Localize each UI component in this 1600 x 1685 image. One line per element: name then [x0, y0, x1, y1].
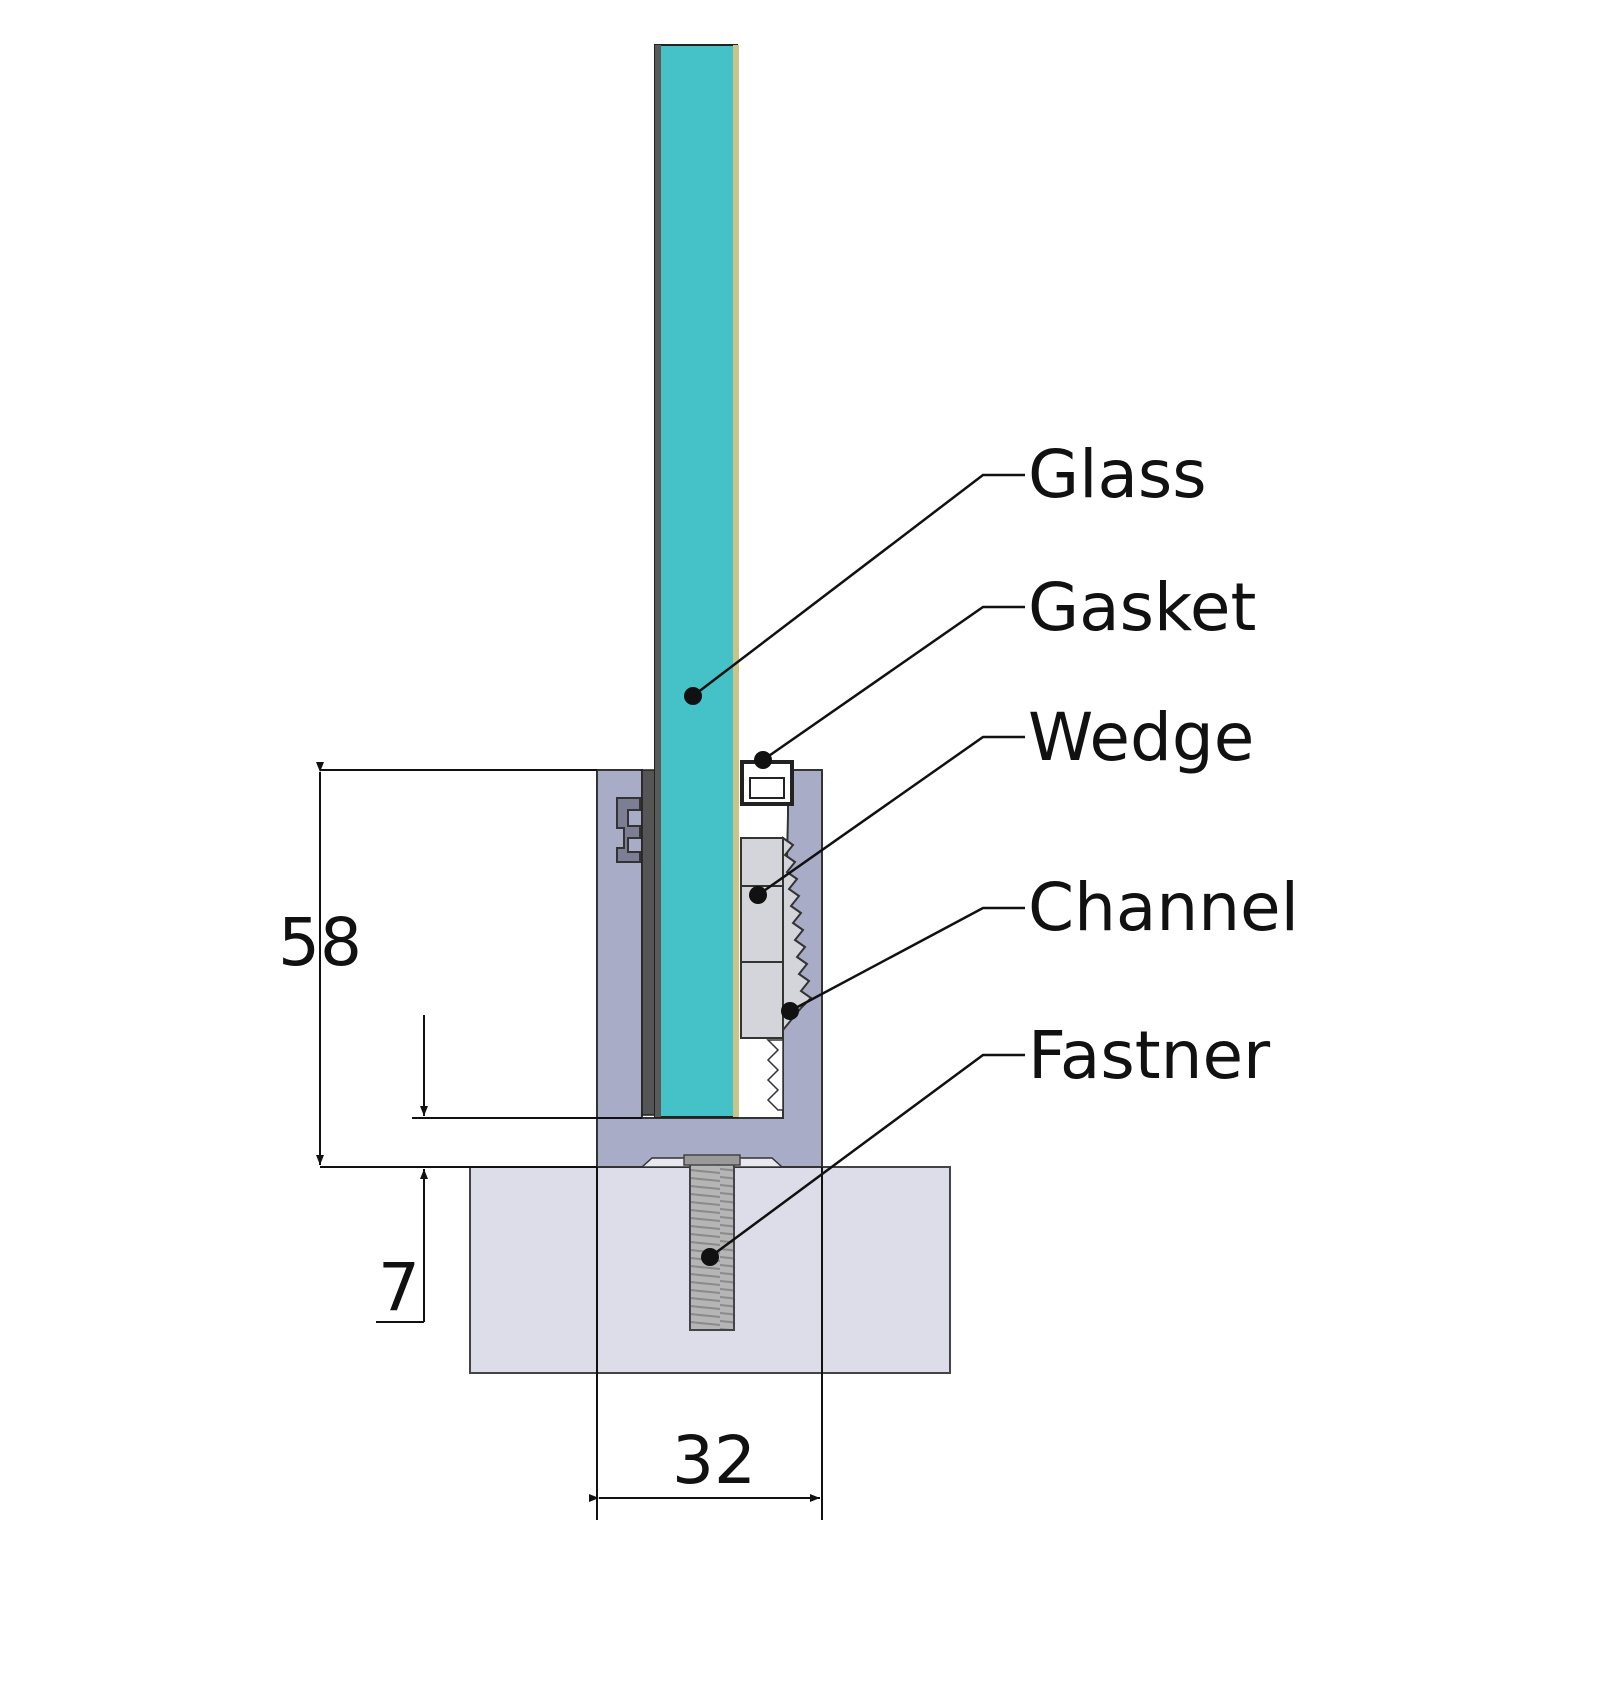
wedge-block-3: [740, 961, 784, 1039]
glass-dot: [684, 687, 702, 705]
leader-dots: [684, 687, 799, 1266]
wedge-dot: [749, 886, 767, 904]
dim-width-label: 32: [672, 1422, 756, 1499]
gasket-leader: [762, 605, 1025, 762]
dim-depth: [376, 1015, 642, 1323]
callout-channel-label: Channel: [1028, 869, 1299, 946]
wedge-leader: [757, 735, 1025, 897]
leader-lines: [692, 473, 1025, 1259]
callout-gasket-label: Gasket: [1028, 569, 1256, 646]
fastener-head: [683, 1154, 741, 1166]
glass-leader: [692, 473, 1025, 697]
fastener-part: [689, 1161, 735, 1331]
gasket-inner: [749, 777, 785, 799]
dim-width: [589, 1167, 823, 1520]
dim-height-label: 58: [278, 904, 362, 981]
fastner-dot: [701, 1248, 719, 1266]
dim-depth-label: 7: [378, 1249, 420, 1326]
channel-leader: [789, 906, 1025, 1013]
dim-height: [316, 762, 597, 1168]
callout-glass-label: Glass: [1028, 436, 1207, 513]
channel-clip: [616, 797, 641, 863]
wedge-block-1: [740, 837, 784, 887]
glass-edge-left: [655, 45, 661, 1117]
glass-edge-right: [733, 45, 739, 1117]
channel-serration: [766, 1039, 784, 1111]
gasket-dot: [754, 751, 772, 769]
glass-panel: [654, 44, 738, 1118]
channel-dot: [781, 1002, 799, 1020]
wedge-serrated-edge: [782, 836, 813, 1033]
callout-fastner-label: Fastner: [1028, 1017, 1271, 1094]
left-gasket-strip: [641, 769, 657, 1116]
fastner-leader: [709, 1053, 1025, 1259]
callout-wedge-label: Wedge: [1028, 699, 1254, 776]
